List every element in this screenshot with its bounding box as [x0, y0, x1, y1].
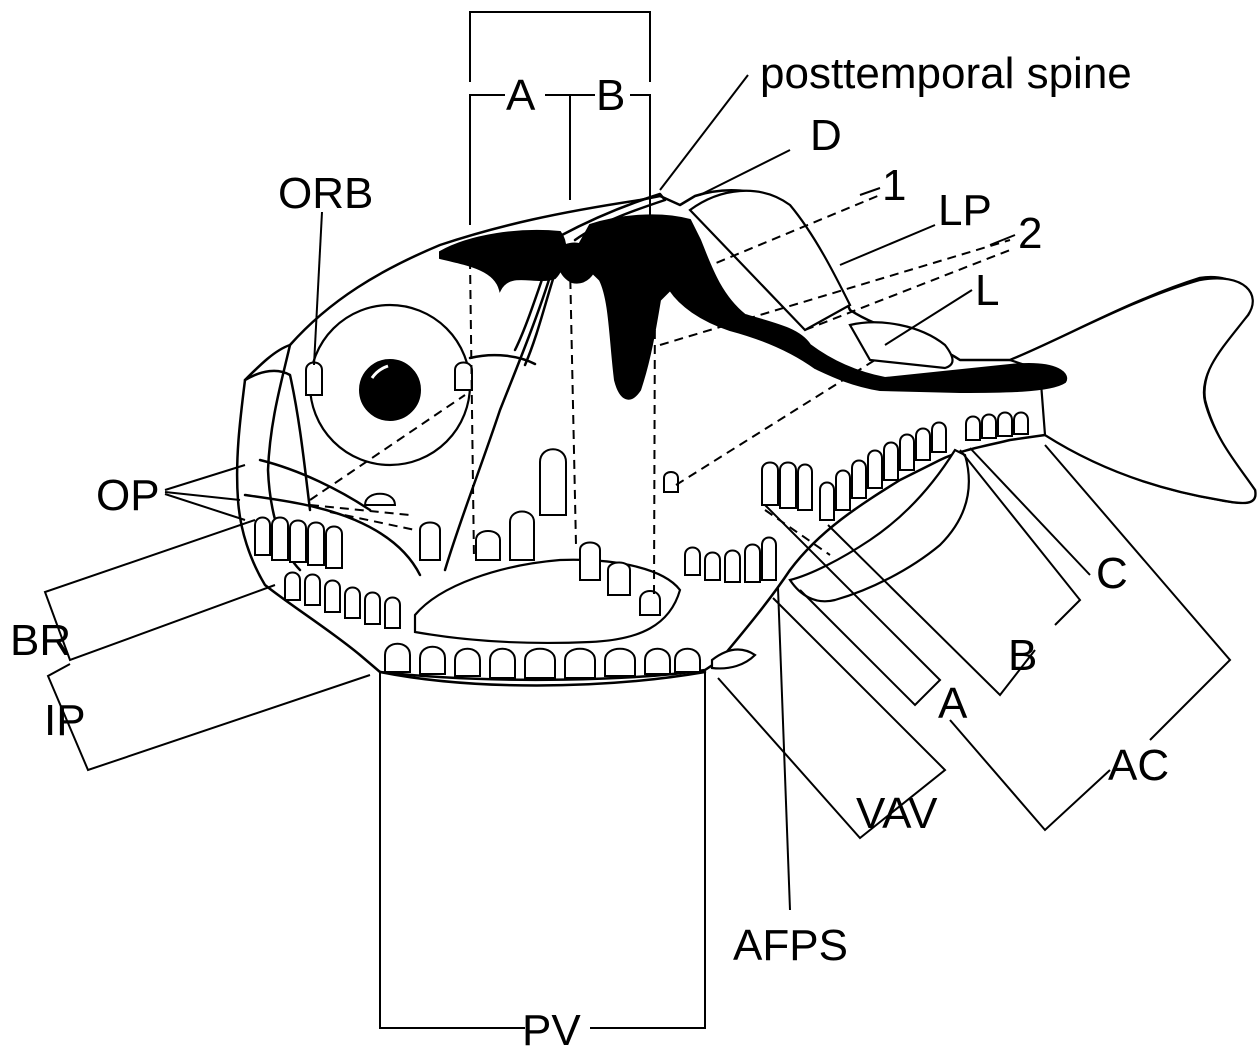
label-2: 2	[1018, 209, 1042, 258]
label-l: L	[975, 266, 999, 315]
label-a-top: A	[506, 71, 536, 120]
label-vav: VAV	[856, 789, 938, 838]
caudal-fin	[1010, 278, 1255, 503]
label-b-bottom: B	[1008, 631, 1037, 680]
label-1: 1	[882, 161, 906, 210]
adipose-fin	[850, 322, 953, 368]
label-ip: IP	[44, 696, 86, 745]
eye-pupil	[360, 360, 420, 420]
label-d: D	[810, 111, 842, 160]
label-orb: ORB	[278, 169, 373, 218]
label-b-top: B	[596, 71, 625, 120]
pelvic-fin	[712, 650, 755, 669]
pigment-lobe	[558, 244, 596, 283]
label-ac: AC	[1108, 741, 1169, 790]
label-lp: LP	[938, 186, 992, 235]
brackets	[45, 12, 1230, 1028]
label-br: BR	[10, 616, 71, 665]
label-posttemporal-spine: posttemporal spine	[760, 49, 1132, 98]
label-op: OP	[96, 471, 160, 520]
label-a-bottom: A	[938, 679, 968, 728]
label-afps: AFPS	[733, 921, 848, 970]
label-c-bottom: C	[1096, 549, 1128, 598]
label-pv: PV	[522, 1006, 581, 1050]
